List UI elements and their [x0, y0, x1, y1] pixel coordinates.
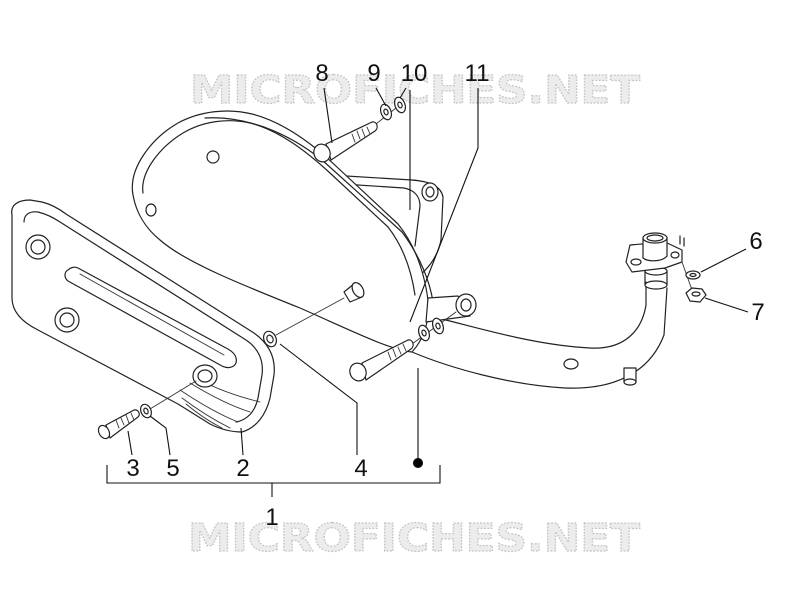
callout-7: 7	[751, 299, 764, 326]
bolt-8-shank	[325, 121, 378, 161]
reference-dot	[413, 458, 423, 468]
nut-7-bore	[691, 291, 701, 297]
callout-6: 6	[749, 228, 762, 255]
callout-4: 4	[354, 455, 367, 482]
leader-8	[323, 87, 333, 144]
washer-4-bore	[266, 334, 274, 344]
leader-5	[149, 415, 171, 456]
bolt-11-thread	[387, 343, 407, 361]
screw-3-shank	[105, 409, 140, 439]
cone-spacer-end	[351, 282, 365, 298]
washer-6-bore	[689, 272, 697, 278]
washer-9-bore	[383, 108, 389, 116]
leader-2	[240, 427, 244, 456]
heat-shield-slot	[64, 266, 237, 369]
pipe-neck-sides	[644, 270, 668, 286]
assembly-bracket	[106, 465, 441, 497]
callout-5: 5	[166, 455, 179, 482]
flange-hole-right	[670, 251, 680, 259]
watermark-top: MICROFICHES.NET	[190, 68, 640, 112]
callout-11: 11	[465, 60, 490, 87]
bracket-inner-edge	[341, 183, 421, 247]
pipe-rear-stud-end	[623, 378, 637, 386]
muffler-hole-upper	[206, 150, 220, 164]
callout-10: 10	[401, 60, 428, 87]
fasteners	[97, 96, 707, 440]
leader-7	[704, 297, 749, 313]
heat-shield-hole-top-bore	[30, 239, 46, 255]
screw-3-thread	[115, 412, 135, 429]
screw-3-axis-line	[149, 380, 197, 410]
heat-shield-slot-line	[79, 273, 225, 356]
leader-10-washer	[399, 87, 407, 99]
bolt-11-head	[349, 362, 367, 382]
washer-5-bore	[143, 407, 149, 415]
heat-shield-inner-edge	[23, 211, 263, 423]
lower-mount-bore	[460, 298, 472, 312]
callout-9: 9	[367, 60, 380, 87]
heat-shield-hole-bottom-bore	[59, 312, 75, 328]
heat-shield-curvature-lines	[179, 377, 261, 429]
callout-labels: 8 9 10 11 6 7 3 5 2 4 1	[126, 60, 764, 531]
flange-hole-left	[630, 258, 642, 266]
pipe-inlet-body	[642, 237, 668, 262]
callout-3: 3	[126, 455, 139, 482]
heat-shield-boss-bore	[197, 369, 213, 383]
pipe-lower-edge	[411, 287, 668, 389]
washer-11-b-bore	[435, 322, 441, 330]
heat-shield	[11, 199, 275, 433]
leader-4	[279, 343, 358, 455]
bolt-11-shank	[361, 339, 414, 381]
callout-8: 8	[315, 60, 328, 87]
leader-9	[375, 87, 387, 107]
pipe-inlet-bore	[646, 234, 664, 242]
callout-2: 2	[236, 455, 249, 482]
washer-10-bore	[397, 101, 403, 109]
leader-lines	[106, 87, 749, 497]
washer-11-a-bore	[421, 329, 427, 337]
screw-3-head	[97, 424, 111, 440]
watermark-bottom: MICROFICHES.NET	[188, 516, 640, 560]
bolt-8-head	[313, 143, 331, 163]
bolt-8-thread	[351, 126, 371, 143]
muffler-hole-lower	[145, 203, 157, 217]
flange-stud	[679, 235, 685, 247]
leader-3	[127, 430, 133, 456]
pipe-neck-ring-lower	[644, 280, 668, 290]
callout-1: 1	[265, 504, 278, 531]
pipe-boss	[563, 358, 579, 370]
leader-6	[700, 248, 747, 273]
bracket-hole-bore	[425, 186, 435, 198]
pipe-upper-edge	[424, 281, 647, 349]
leader-11	[409, 88, 479, 323]
exhaust-pipe	[411, 232, 685, 389]
spacer-axis-line	[275, 297, 345, 336]
